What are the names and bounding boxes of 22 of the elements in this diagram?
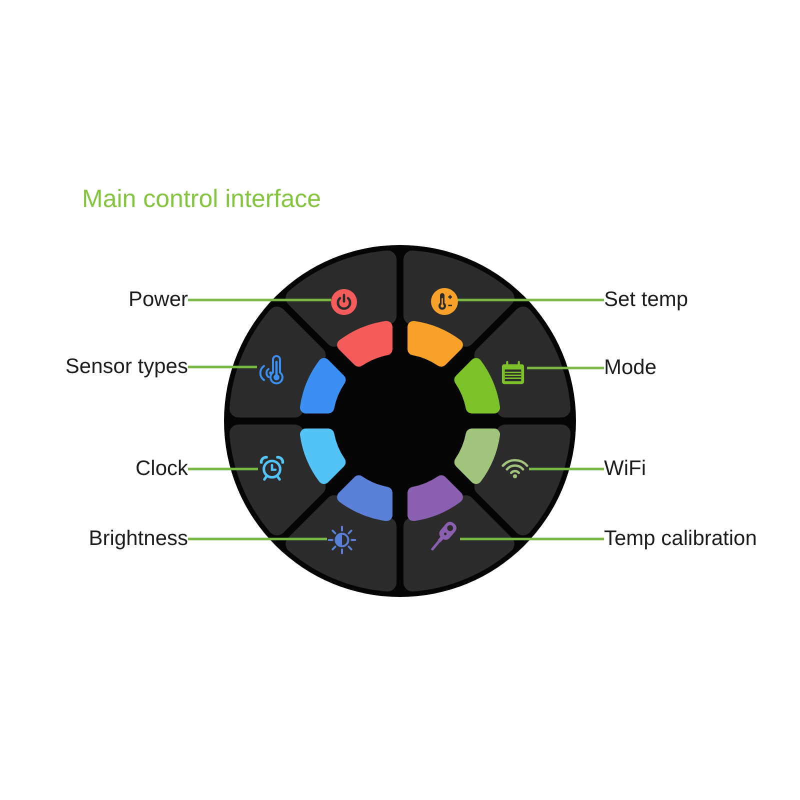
power-icon [331,289,357,315]
callout-label: Set temp [604,287,688,313]
callout-label: Mode [604,355,657,381]
leader-line [529,468,604,470]
callout-label: Clock [135,456,188,482]
callout-label: WiFi [604,456,646,482]
diagram-title: Main control interface [82,184,322,214]
callout-label: Power [128,287,188,313]
leader-line [460,538,604,540]
leader-line [458,298,604,302]
leader-line [527,366,604,370]
calendar-icon [499,359,527,387]
callout-label: Brightness [88,526,188,552]
thermometer-icon [430,288,458,314]
leader-line [188,538,327,540]
leader-line [188,468,258,470]
brightness-icon [327,525,357,555]
callout-label: Sensor types [65,354,188,380]
leader-line [188,298,331,302]
leader-line [188,366,257,368]
alarm-clock-icon [258,454,286,482]
callout-label: Temp calibration [604,526,757,552]
